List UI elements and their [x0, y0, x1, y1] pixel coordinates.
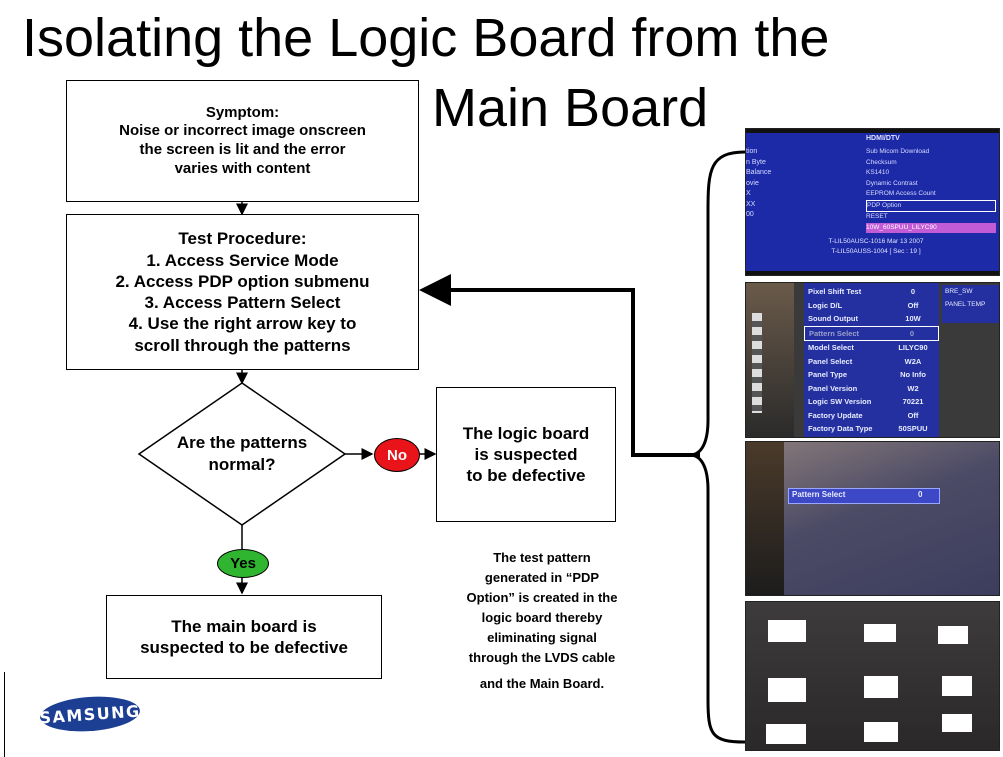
menu2-row-label: Factory Data Type	[808, 424, 873, 433]
slide-title-line-1: Isolating the Logic Board from the	[22, 8, 830, 68]
menu1-left-item: XX	[746, 200, 756, 208]
note-line: The test pattern	[493, 550, 591, 565]
menu2-row-label: Model Select	[808, 343, 854, 352]
menu2-row-value: Off	[907, 300, 919, 310]
procedure-step: 1. Access Service Mode	[146, 250, 339, 270]
menu2-row-label: Sound Output	[808, 314, 858, 323]
note-line: and the Main Board.	[479, 676, 605, 691]
logic-result-line: is suspected	[474, 444, 578, 464]
menu1-right-item: PDP Option	[866, 199, 996, 212]
menu1-footer-line: T-LIL50AUSC-1016 Mar 13 2007	[828, 238, 924, 245]
note-line: through the LVDS cable	[468, 650, 616, 665]
logic-result-line: The logic board	[462, 423, 590, 443]
menu2-row-label: Panel Type	[808, 370, 848, 379]
menu2-row-label: Factory Update	[808, 410, 863, 420]
symptom-line: Noise or incorrect image onscreen	[119, 122, 366, 140]
procedure-step: scroll through the patterns	[134, 335, 351, 355]
menu3-label: Pattern Select	[792, 490, 846, 499]
menu2-row-value: 50SPUU	[898, 424, 928, 433]
menu1-left-item: 00	[746, 211, 754, 218]
decision-diamond	[137, 382, 347, 526]
menu2-row-value: W2A	[904, 356, 922, 366]
decision-text: Are the patterns normal?	[162, 432, 322, 476]
menu1-left-item: tion	[746, 148, 758, 155]
menu2-side-item: BRE_SW	[945, 288, 973, 295]
symptom-heading: Symptom:	[205, 103, 280, 121]
yes-badge: Yes	[217, 549, 269, 578]
menu2-row: Panel Version W2	[804, 382, 939, 396]
symptom-line: varies with content	[174, 159, 311, 177]
symptom-line: the screen is lit and the error	[139, 141, 346, 158]
menu2-row-value: LILYC90	[898, 343, 928, 352]
menu2-row: Logic SW Version 70221	[804, 395, 939, 409]
main-result-line: The main board is	[171, 616, 317, 636]
menu2-row: Factory Update Off	[804, 409, 939, 423]
procedure-step: 2. Access PDP option submenu	[115, 271, 370, 291]
menu1-right-item: Checksum	[866, 158, 897, 166]
note-line: eliminating signal	[487, 630, 597, 645]
menu1-right-item: Dynamic Contrast	[866, 179, 918, 187]
photo-pattern-select: Pattern Select 0	[745, 441, 1000, 596]
menu2-side-item: PANEL TEMP	[945, 301, 986, 308]
menu2-row-label: Pixel Shift Test	[808, 287, 862, 296]
logic-result-line: to be defective	[466, 466, 586, 486]
menu2-row: Factory Data Type 50SPUU	[804, 422, 939, 436]
note-line: logic board thereby	[481, 610, 603, 625]
feedback-arrow	[419, 274, 700, 457]
menu1-left-item: ovie	[746, 179, 759, 187]
menu1-footer-line: T-LIL50AUSS-1004 [ Sec : 19 ]	[831, 248, 921, 255]
menu2-row: Sound Output 10W	[804, 312, 939, 326]
menu3-value: 0	[918, 490, 923, 499]
menu2-row-value: No Info	[900, 370, 926, 379]
menu2-row-label: Panel Version	[808, 383, 858, 393]
menu2-row-label: Logic SW Version	[808, 397, 872, 406]
logic-board-result-box: The logic board is suspected to be defec…	[436, 387, 616, 522]
menu2-row-value: 70221	[902, 397, 924, 406]
menu2-row-label: Pattern Select	[809, 328, 860, 338]
slide-title-line-2: Main Board	[432, 78, 709, 138]
procedure-step: 3. Access Pattern Select	[144, 293, 341, 312]
menu2-row-value: 0	[909, 328, 915, 338]
menu2-row: Panel Select W2A	[804, 355, 939, 369]
decision-line: Are the patterns	[176, 433, 308, 452]
menu2-row: Pixel Shift Test 0	[804, 285, 939, 299]
menu2-row-label: Panel Select	[808, 356, 853, 366]
menu1-right-item: RESET	[866, 213, 888, 220]
photo-test-pattern	[745, 601, 1000, 751]
menu2-row: Logic D/L Off	[804, 299, 939, 313]
procedure-box: Test Procedure: 1. Access Service Mode 2…	[66, 214, 419, 370]
menu2-row-label: Logic D/L	[808, 300, 843, 310]
main-board-result-box: The main board is suspected to be defect…	[106, 595, 382, 679]
menu1-footer: T-LIL50AUSC-1016 Mar 13 2007 T-LIL50AUSS…	[806, 237, 946, 257]
procedure-heading: Test Procedure:	[178, 229, 307, 249]
menu2-row: Model Select LILYC90	[804, 341, 939, 355]
menu1-right-item: EEPROM Access Count	[866, 190, 936, 197]
menu2-row-value: W2	[907, 383, 919, 393]
menu1-right-item: KS1410	[866, 169, 890, 176]
no-badge: No	[374, 438, 420, 472]
left-edge-line	[4, 672, 5, 757]
explanation-note: The test pattern generated in “PDP Optio…	[462, 548, 622, 694]
note-line: generated in “PDP	[484, 570, 600, 585]
menu1-left-item: Balance	[746, 169, 772, 176]
menu1-right-item: Sub Micom Download	[866, 148, 930, 155]
menu1-left-item: n Byte	[746, 158, 766, 166]
decision-line: normal?	[208, 455, 276, 474]
menu2-row-value: 0	[910, 287, 916, 296]
symptom-box: Symptom: Noise or incorrect image onscre…	[66, 80, 419, 202]
photo-service-menu: HDMI/DTV tion n Byte Balance ovie X XX 0…	[745, 128, 1000, 276]
menu2-row: Pattern Select 0	[804, 325, 939, 341]
menu2-row-value: 10W	[905, 314, 921, 323]
procedure-step: 4. Use the right arrow key to	[128, 314, 357, 334]
menu1-header: HDMI/DTV	[866, 135, 900, 142]
note-line: Option” is created in the	[466, 590, 618, 605]
menu1-right-item: 10W_60SPUU_LILYC90	[866, 222, 996, 233]
main-result-line: suspected to be defective	[140, 638, 348, 657]
menu1-left-item: X	[746, 190, 751, 197]
menu2-row-value: Off	[907, 410, 919, 420]
curly-brace	[689, 150, 746, 744]
menu2-row: Panel Type No Info	[804, 368, 939, 382]
